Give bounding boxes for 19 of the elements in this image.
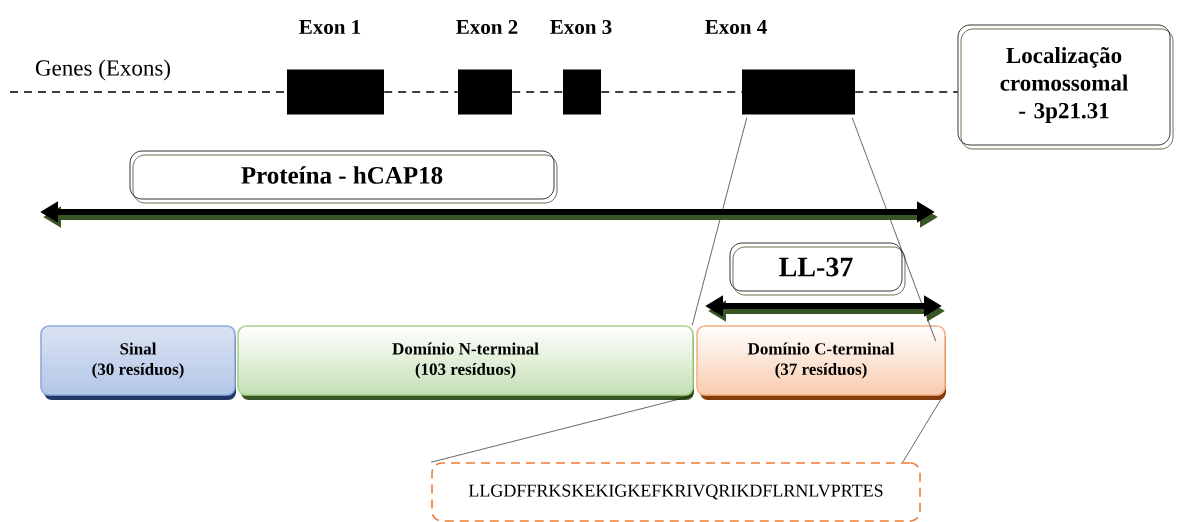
sequence-box: LLGDFFRKSKEKIGKEFKRIVQRIKDFLRNLVPRTES: [431, 462, 921, 522]
label-box: LL-37: [729, 242, 906, 296]
gene-line: [511, 91, 564, 93]
exon-label: Exon 1: [299, 19, 361, 35]
gene-line: [383, 91, 459, 93]
exon-label: Exon 4: [705, 20, 767, 34]
row-label: Genes (Exons): [35, 59, 170, 81]
label-box: Localização cromossomal - 3p21.31: [957, 24, 1174, 150]
gene-line: [600, 91, 743, 93]
exon-label: Exon 3: [550, 19, 612, 35]
zoom-line: [902, 397, 943, 463]
domain-box: Domínio C-terminal (37 resíduos): [696, 325, 946, 400]
domain-box: Sinal (30 resíduos): [40, 325, 236, 400]
domain-box: Domínio N-terminal (103 resíduos): [237, 325, 694, 400]
gene-line: [854, 91, 959, 93]
zoom-line: [691, 117, 748, 326]
exon-label: Exon 2: [456, 19, 518, 35]
label-box: Proteína - hCAP18: [129, 150, 558, 204]
zoom-line: [851, 117, 937, 342]
